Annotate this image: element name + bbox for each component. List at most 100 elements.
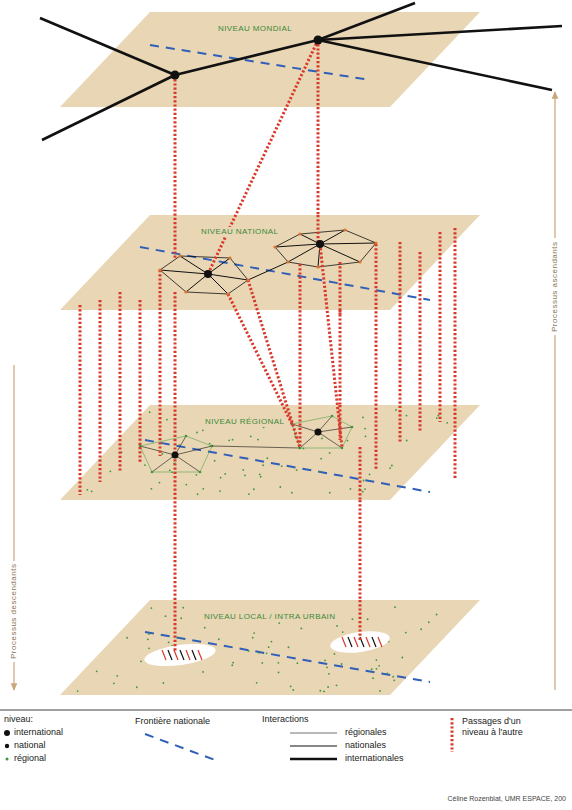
city-dot (242, 469, 244, 471)
urban-link (366, 637, 370, 647)
city-dot (321, 437, 323, 439)
city-dot (109, 470, 111, 472)
level-title: NIVEAU RÉGIONAL (203, 417, 286, 427)
city-dot (378, 665, 380, 667)
city-dot (352, 618, 354, 620)
urban-link (186, 650, 190, 660)
city-dot (171, 471, 173, 473)
city-dot (159, 482, 161, 484)
city-dot (268, 646, 270, 648)
national-node (298, 232, 301, 235)
legend-entry: régionales (345, 727, 387, 738)
national-link (180, 256, 230, 258)
national-node (316, 265, 319, 268)
city-dot (329, 492, 331, 494)
city-dot (371, 668, 373, 670)
national-city (316, 240, 324, 248)
legend-entry: international (14, 727, 63, 738)
world-network (40, 3, 562, 140)
level-passage (339, 405, 342, 440)
national-link (320, 243, 376, 244)
legend-sample (290, 758, 337, 761)
urban-areas (143, 628, 391, 670)
regional-link (186, 436, 212, 446)
city-dot (258, 652, 260, 654)
city-dot (248, 650, 250, 652)
city-dot (113, 682, 115, 684)
city-dot (182, 607, 184, 609)
national-node (178, 254, 181, 257)
urban-link (180, 650, 184, 660)
city-dot (148, 633, 150, 635)
city-dot (341, 663, 343, 665)
city-dot (367, 618, 369, 620)
city-dot (196, 432, 198, 434)
national-link (160, 270, 208, 274)
national-link (230, 258, 248, 280)
city-dot (262, 464, 264, 466)
urban-link (372, 637, 376, 647)
level-passage (79, 305, 82, 495)
city-dot (365, 435, 367, 437)
city-dot (288, 646, 290, 648)
city-dot (327, 686, 329, 688)
national-border (145, 440, 430, 492)
city-dot (228, 439, 230, 441)
city-dot (96, 670, 98, 672)
level-title: NIVEAU LOCAL / INTRA URBAIN (202, 612, 337, 622)
plane-fill (60, 215, 480, 310)
city-dot (163, 682, 165, 684)
international-link (175, 40, 318, 75)
city-dot (320, 458, 322, 460)
city-dot (266, 457, 268, 459)
city-dot (202, 488, 204, 490)
city-dot (369, 473, 371, 475)
world-city (171, 71, 180, 80)
city-dot (405, 632, 407, 634)
international-link (318, 40, 552, 90)
level-passage (339, 310, 342, 405)
legend-rule (0, 710, 572, 711)
level-passage (174, 75, 177, 258)
plane-fill (60, 12, 480, 107)
city-dot (179, 637, 181, 639)
city-dot (126, 637, 128, 639)
level-passages (80, 36, 455, 653)
city-dot (248, 493, 250, 495)
level-plane: NIVEAU LOCAL / INTRA URBAIN (60, 600, 480, 695)
urban-area (143, 640, 217, 670)
national-link (320, 230, 345, 244)
urban-link (168, 650, 172, 660)
level-plane: NIVEAU MONDIAL (60, 12, 480, 107)
national-link (186, 292, 228, 294)
city-dot (218, 638, 220, 640)
level-passage (159, 270, 162, 456)
regional-link (292, 424, 300, 448)
city-dot (256, 682, 258, 684)
city-dot (197, 493, 199, 495)
regional-node (351, 426, 354, 429)
legend-sample (5, 744, 9, 748)
national-node (246, 278, 249, 281)
city-dot (394, 606, 396, 608)
level-passage (454, 228, 457, 478)
city-dot (328, 673, 330, 675)
regional-link (212, 446, 300, 448)
city-dot (290, 686, 292, 688)
city-dot (279, 486, 281, 488)
national-link (160, 270, 186, 292)
level-passage (299, 264, 302, 446)
national-link (208, 274, 228, 294)
urban-link (174, 650, 178, 660)
regional-link (140, 446, 152, 472)
city-dot (232, 662, 234, 664)
legend-entry: internationales (345, 753, 404, 764)
city-dot (347, 440, 349, 442)
city-dot (329, 452, 331, 454)
city-dot (362, 417, 364, 419)
city-dot (406, 440, 408, 442)
regional-link (342, 427, 352, 448)
national-node (286, 260, 289, 263)
city-dot (350, 488, 352, 490)
city-dot (292, 689, 294, 691)
